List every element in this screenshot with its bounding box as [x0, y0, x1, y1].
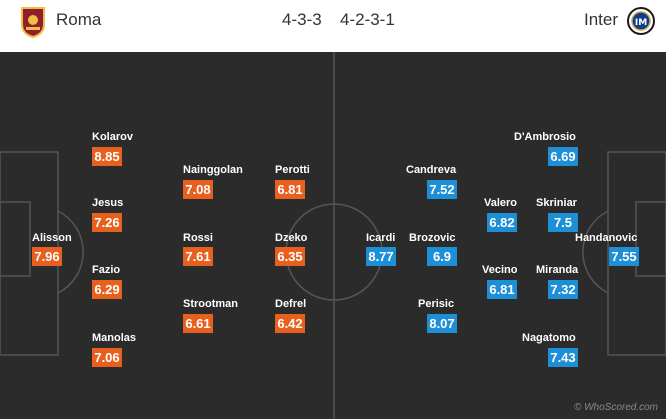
- player-rating: 7.43: [548, 348, 578, 367]
- player-rating: 6.81: [275, 180, 305, 199]
- player-name: Dzeko: [275, 232, 308, 244]
- player-rating: 8.07: [427, 314, 457, 333]
- player-rating: 6.81: [487, 280, 517, 299]
- player-rating: 7.61: [183, 247, 213, 266]
- roma-crest-icon: [21, 7, 45, 38]
- player-name: Candreva: [406, 164, 457, 176]
- player-name: Skriniar: [536, 197, 577, 209]
- player-name: Miranda: [536, 264, 579, 276]
- home-formation: 4-3-3: [282, 10, 322, 29]
- player-name: Nagatomo: [522, 332, 576, 344]
- player-rating: 8.85: [92, 147, 122, 166]
- inter-crest-icon: IM: [627, 7, 655, 35]
- player-name: Fazio: [92, 264, 121, 276]
- player-rating: 7.26: [92, 213, 122, 232]
- player-name: Brozovic: [409, 232, 456, 244]
- away-team-name: Inter: [584, 10, 619, 29]
- player-rating: 7.5: [548, 213, 578, 232]
- player-name: Alisson: [32, 232, 72, 244]
- player-rating: 6.82: [487, 213, 517, 232]
- player-rating: 7.96: [32, 247, 62, 266]
- player-name: Vecino: [482, 264, 518, 276]
- home-team-name: Roma: [56, 10, 102, 29]
- player-rating: 6.42: [275, 314, 305, 333]
- player-name: Icardi: [366, 232, 396, 244]
- player-rating: 7.08: [183, 180, 213, 199]
- player-name: Rossi: [183, 232, 213, 244]
- player-rating: 8.77: [366, 247, 396, 266]
- away-formation: 4-2-3-1: [340, 10, 395, 29]
- player-rating: 7.55: [609, 247, 639, 266]
- player-rating: 6.61: [183, 314, 213, 333]
- player-rating: 7.06: [92, 348, 122, 367]
- match-header: Roma 4-3-3 4-2-3-1 Inter IM: [0, 0, 666, 50]
- player-name: Manolas: [92, 332, 137, 344]
- player-name: Nainggolan: [183, 164, 243, 176]
- player-name: Jesus: [92, 197, 124, 209]
- player-name: Strootman: [183, 298, 238, 310]
- player-rating: 6.35: [275, 247, 305, 266]
- player-rating: 7.32: [548, 280, 578, 299]
- player-name: Defrel: [275, 298, 307, 310]
- player-rating: 6.29: [92, 280, 122, 299]
- player-name: D'Ambrosio: [514, 131, 576, 143]
- player-rating: 7.52: [427, 180, 457, 199]
- player-rating: 6.9: [427, 247, 457, 266]
- player-name: Perisic: [418, 298, 455, 310]
- player-name: Handanovic: [575, 232, 638, 244]
- player-rating: 6.69: [548, 147, 578, 166]
- player-name: Perotti: [275, 164, 310, 176]
- player-name: Valero: [484, 197, 518, 209]
- player-name: Kolarov: [92, 131, 133, 143]
- pitch: Alisson 7.96 Kolarov 8.85 Jesus 7.26 Faz…: [0, 52, 666, 419]
- whoscored-watermark: © WhoScored.com: [573, 402, 658, 413]
- svg-text:IM: IM: [635, 18, 647, 28]
